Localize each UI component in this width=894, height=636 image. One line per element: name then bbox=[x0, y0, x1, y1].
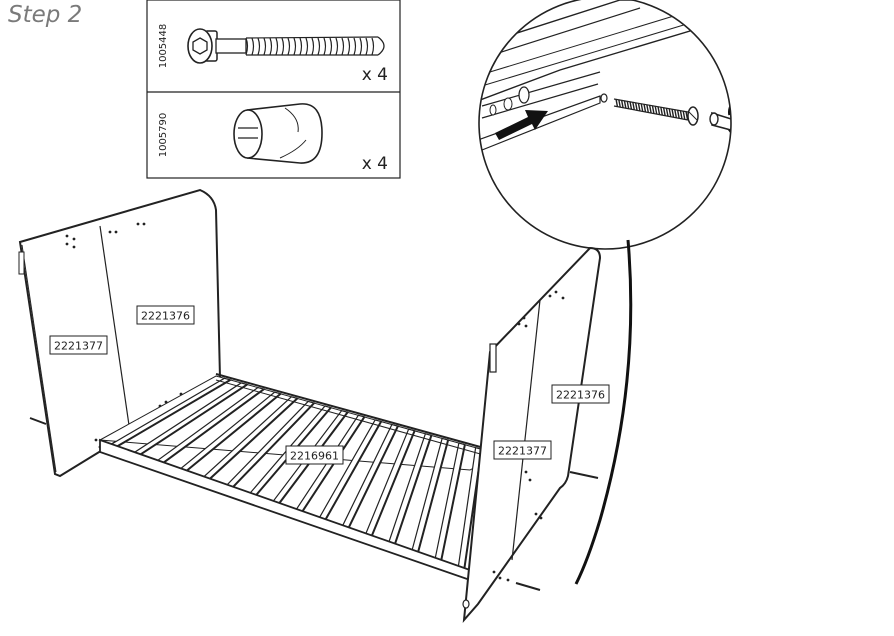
barrel-nut-icon bbox=[233, 103, 323, 164]
step-title: Step 2 bbox=[8, 2, 83, 28]
panel-labels: 2221377 2221376 2216961 2221377 2221376 bbox=[49, 305, 610, 465]
bolt-icon bbox=[187, 28, 385, 64]
label-base: 2216961 bbox=[290, 450, 339, 463]
qty-barrel-nut: x 4 bbox=[362, 154, 388, 174]
allen-key-icon bbox=[709, 91, 731, 140]
label-left-inner: 2221376 bbox=[141, 310, 190, 323]
detail-bolt-icon bbox=[613, 98, 699, 126]
label-left-outer: 2221377 bbox=[54, 340, 103, 353]
right-end-panel bbox=[462, 246, 602, 623]
label-right-inner: 2221377 bbox=[498, 445, 547, 458]
parts-box: 1005448 x 4 1005790 x 4 bbox=[146, 0, 401, 179]
base-frame bbox=[98, 373, 485, 582]
insert-arrow-icon bbox=[495, 110, 548, 140]
part-number-barrel-nut: 1005790 bbox=[158, 113, 169, 158]
qty-bolt: x 4 bbox=[362, 65, 388, 85]
part-number-bolt: 1005448 bbox=[158, 24, 169, 69]
label-right-outer: 2221376 bbox=[556, 389, 605, 402]
